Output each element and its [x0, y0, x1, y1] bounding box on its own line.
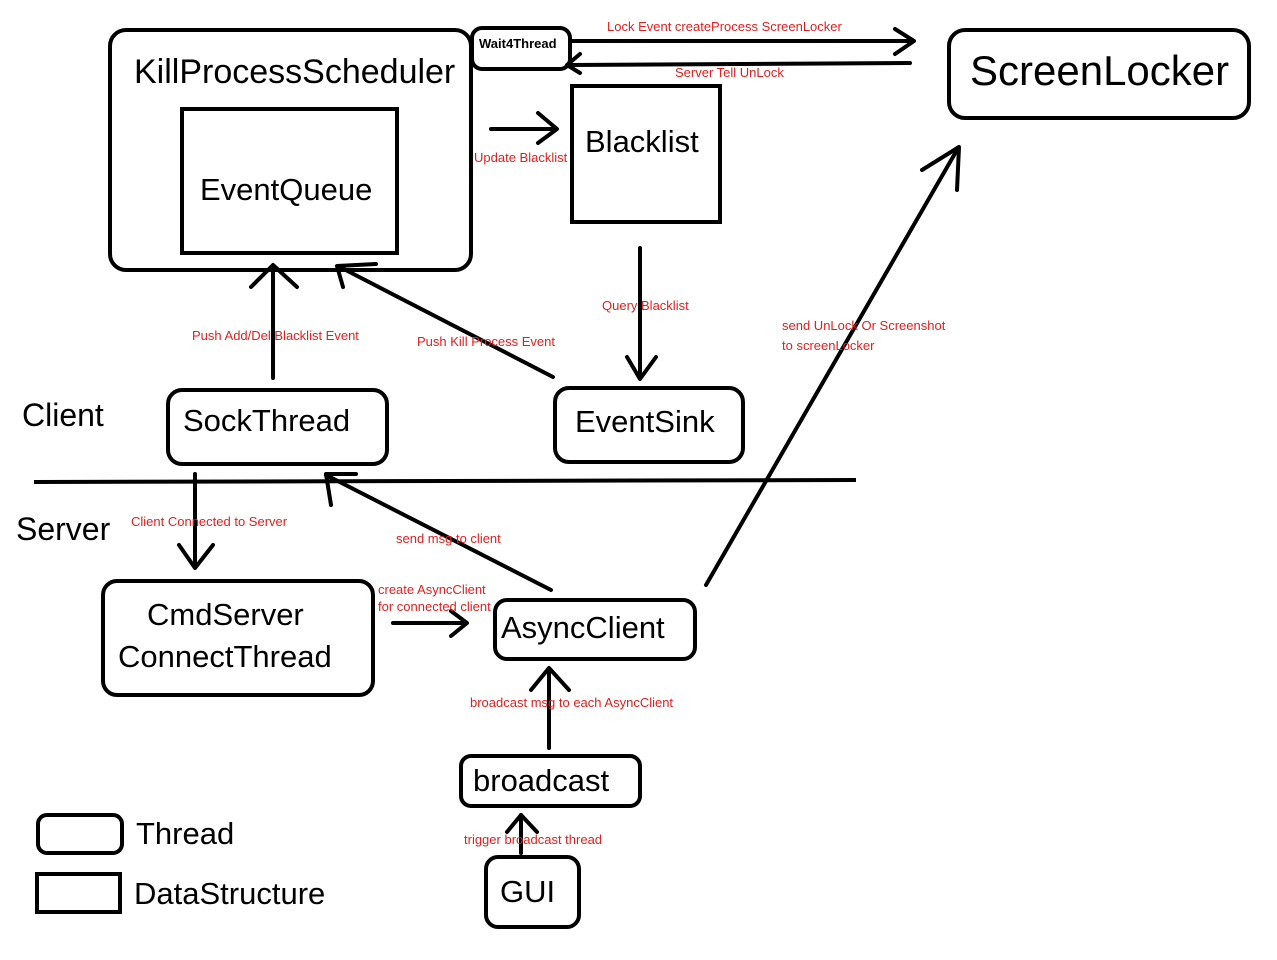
- edge-send-msg-client: send msg to client: [324, 472, 553, 592]
- edge-create-async-label-line1: create AsyncClient: [378, 582, 486, 597]
- edge-server-tell-unlock-label: Server Tell UnLock: [675, 65, 784, 80]
- edge-send-unlock: send UnLock Or Screenshot to screenLocke…: [704, 145, 961, 587]
- legend-thread-swatch: [36, 813, 124, 855]
- edge-server-tell-unlock: Server Tell UnLock: [565, 52, 912, 80]
- edge-broadcast-msg: broadcast msg to each AsyncClient: [470, 666, 673, 750]
- edge-create-async: create AsyncClient for connected client: [378, 582, 491, 638]
- edge-send-unlock-label-line1: send UnLock Or Screenshot: [782, 318, 946, 333]
- blacklist-label: Blacklist: [585, 124, 699, 159]
- kill-process-scheduler-label: KillProcessScheduler: [134, 53, 455, 91]
- edge-create-async-label-line2: for connected client: [378, 599, 491, 614]
- edge-lock-event-label: Lock Event createProcess ScreenLocker: [607, 19, 843, 34]
- edge-client-connected: Client Connected to Server: [131, 472, 288, 570]
- edge-push-kill: Push Kill Process Event: [335, 262, 555, 379]
- edge-update-blacklist-label: Update Blacklist: [474, 150, 568, 165]
- sock-thread-node: SockThread: [166, 388, 389, 466]
- edge-update-blacklist: Update Blacklist: [474, 111, 568, 165]
- edge-trigger-broadcast-label: trigger broadcast thread: [464, 832, 602, 847]
- client-section-label: Client: [22, 397, 104, 433]
- edge-push-add-del: Push Add/Del Blacklist Event: [192, 263, 359, 380]
- edge-broadcast-msg-label: broadcast msg to each AsyncClient: [470, 695, 673, 710]
- blacklist-node: Blacklist: [570, 84, 722, 224]
- screen-locker-label: ScreenLocker: [970, 47, 1229, 94]
- async-client-node: AsyncClient: [493, 598, 697, 661]
- async-client-label: AsyncClient: [501, 610, 665, 645]
- wait4thread-node: Wait4Thread: [470, 26, 572, 71]
- edge-send-unlock-label-line2: to screenLocker: [782, 338, 875, 353]
- cmd-server-label-line2: ConnectThread: [118, 639, 332, 674]
- server-section-label: Server: [16, 511, 111, 547]
- event-sink-label: EventSink: [575, 404, 715, 439]
- legend-data-structure-swatch: [35, 872, 122, 914]
- broadcast-node: broadcast: [459, 754, 642, 808]
- event-sink-node: EventSink: [553, 386, 745, 464]
- edge-query-blacklist-label: Query Blacklist: [602, 298, 689, 313]
- edge-query-blacklist: Query Blacklist: [602, 246, 689, 381]
- gui-label: GUI: [500, 874, 555, 909]
- event-queue-node: EventQueue: [180, 107, 399, 255]
- screen-locker-node: ScreenLocker: [947, 28, 1251, 120]
- edge-push-kill-label: Push Kill Process Event: [417, 334, 555, 349]
- edge-push-add-del-label: Push Add/Del Blacklist Event: [192, 328, 359, 343]
- sock-thread-label: SockThread: [183, 403, 350, 438]
- event-queue-label: EventQueue: [200, 172, 372, 207]
- edge-lock-event: Lock Event createProcess ScreenLocker: [570, 19, 916, 56]
- legend-thread-label: Thread: [136, 816, 234, 851]
- wait4thread-label: Wait4Thread: [479, 36, 557, 51]
- legend-data-structure-label: DataStructure: [134, 876, 325, 911]
- cmd-server-label-line1: CmdServer: [147, 597, 304, 632]
- broadcast-label: broadcast: [473, 763, 610, 798]
- client-server-divider: [33, 478, 857, 484]
- gui-node: GUI: [484, 855, 581, 929]
- cmd-server-node: CmdServer ConnectThread: [101, 579, 375, 697]
- edge-trigger-broadcast: trigger broadcast thread: [464, 813, 602, 855]
- edge-client-connected-label: Client Connected to Server: [131, 514, 288, 529]
- legend: Thread DataStructure: [35, 813, 325, 914]
- edge-send-msg-client-label: send msg to client: [396, 531, 501, 546]
